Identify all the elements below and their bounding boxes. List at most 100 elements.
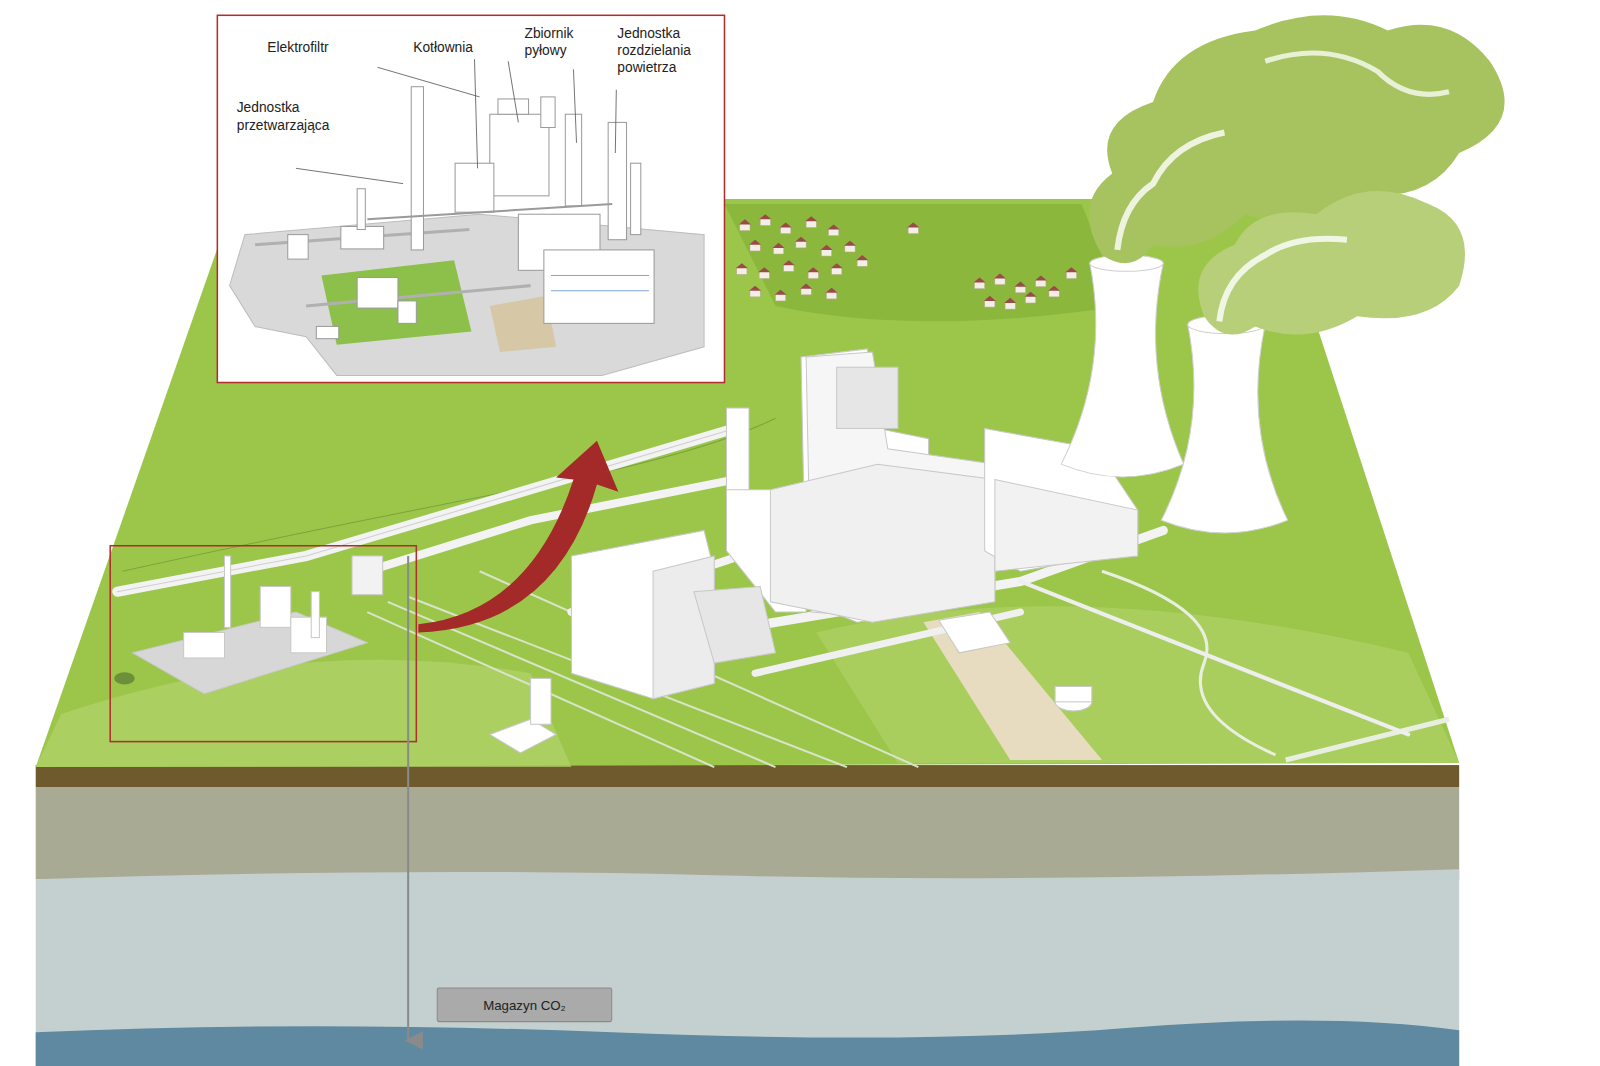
steam-wisp [1117, 133, 1224, 250]
steam-wisp [1265, 53, 1449, 94]
house-wall [974, 282, 984, 289]
pond [114, 672, 134, 684]
tank [398, 301, 416, 323]
house-roof [736, 263, 748, 268]
transfer-tower [352, 556, 383, 595]
house [907, 222, 919, 233]
house-wall [750, 244, 760, 251]
house-wall [808, 271, 818, 278]
window-band [551, 290, 649, 291]
leader-line [615, 90, 616, 153]
ground-strata [36, 765, 1459, 1066]
house-roof [759, 214, 771, 219]
leader-line [296, 168, 403, 183]
cooling-tower [1161, 324, 1288, 533]
tank [288, 235, 308, 259]
house [759, 214, 771, 225]
tank [1055, 687, 1092, 702]
leader-line [508, 61, 518, 122]
house [736, 263, 748, 274]
house-wall [1015, 286, 1025, 293]
house [1024, 292, 1036, 303]
house-wall [776, 294, 786, 301]
power-plant [490, 349, 1138, 753]
boiler-house [498, 99, 529, 114]
house [820, 245, 832, 256]
house-wall [784, 264, 794, 271]
house [856, 255, 868, 266]
air-separation-column [608, 122, 626, 239]
inset-frame [217, 15, 724, 382]
cooling-tower [1061, 263, 1183, 477]
rock-layer [36, 788, 1459, 880]
separation-tower [311, 592, 319, 638]
house-roof [807, 267, 819, 272]
building [184, 632, 225, 658]
leader-line [474, 59, 477, 168]
steam-wisp [1219, 239, 1347, 322]
house-wall [908, 226, 918, 233]
house [749, 240, 761, 251]
steam-cloud [1198, 191, 1465, 335]
house-roof [844, 241, 856, 246]
part-label: Elektrofiltr [267, 39, 379, 56]
coal-silo [571, 530, 714, 698]
house-roof [749, 240, 761, 245]
house-roof [749, 286, 761, 291]
house-roof [973, 277, 985, 282]
steam-plume [1089, 15, 1505, 334]
boiler-roof [837, 367, 898, 428]
house-wall [1049, 290, 1059, 297]
house [795, 237, 807, 248]
rock-layer [36, 869, 1459, 1066]
zoom-arrow [418, 441, 618, 633]
house [807, 267, 819, 278]
house [1035, 275, 1047, 286]
house-wall [781, 226, 791, 233]
pipe [367, 204, 612, 219]
tank [541, 97, 555, 128]
boiler-house [490, 114, 549, 196]
house [783, 260, 795, 271]
processing-column [357, 189, 365, 230]
auxiliary-building [939, 612, 1010, 653]
house-roof [783, 260, 795, 265]
loading-station [531, 678, 551, 724]
turbine-hall [995, 479, 1138, 571]
village [736, 214, 1078, 309]
house-roof [994, 273, 1006, 278]
house-roof [1004, 298, 1016, 303]
house-roof [780, 222, 792, 227]
house-roof [1024, 292, 1036, 297]
house [826, 288, 838, 299]
yard [923, 612, 1102, 760]
building [544, 250, 654, 323]
house-wall [845, 245, 855, 252]
building [357, 277, 398, 308]
house [1004, 298, 1016, 309]
house-roof [826, 288, 838, 293]
house [774, 290, 786, 301]
house-wall [995, 277, 1005, 284]
capture-plant [114, 556, 382, 694]
house-roof [774, 290, 786, 295]
house [828, 224, 840, 235]
house-wall [827, 292, 837, 299]
house [1065, 267, 1077, 278]
leader-line [378, 67, 480, 97]
house [1048, 286, 1060, 297]
house-roof [795, 237, 807, 242]
house [749, 286, 761, 297]
house [772, 243, 784, 254]
chimney [411, 87, 423, 250]
house-wall [857, 259, 867, 266]
house-wall [737, 267, 747, 274]
house-wall [1066, 271, 1076, 278]
house [831, 263, 843, 274]
tower [727, 408, 749, 500]
house-wall [801, 288, 811, 295]
house-roof [831, 263, 843, 268]
house-wall [759, 271, 769, 278]
building [316, 326, 338, 338]
house-roof [984, 296, 996, 301]
